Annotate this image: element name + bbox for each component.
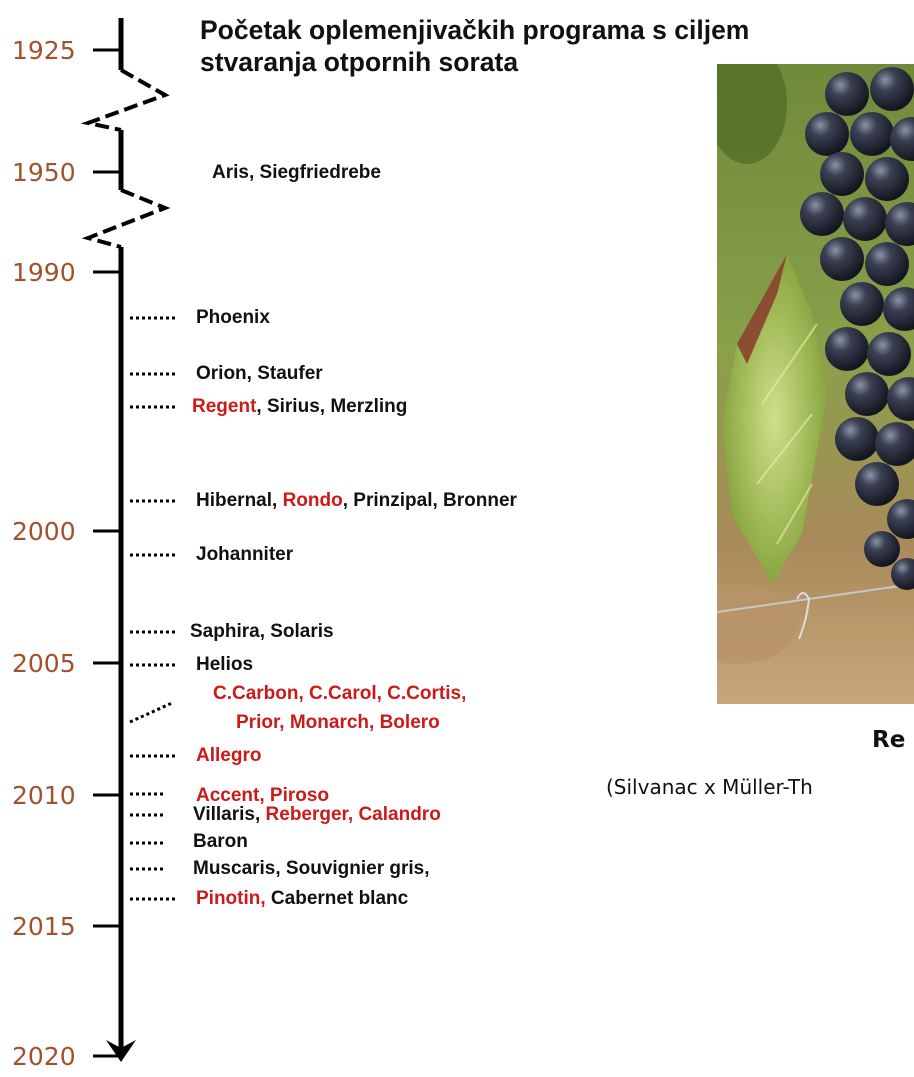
entry-muscaris: Muscaris, Souvignier gris, <box>193 859 430 878</box>
year-label: 1990 <box>12 258 76 287</box>
entry-villaris-highlight: Reberger, Calandro <box>266 804 441 825</box>
entry-baron: Baron <box>193 832 248 851</box>
timeline-break-2 <box>88 190 165 247</box>
entry-saphira: Saphira, Solaris <box>190 622 334 641</box>
timeline-break-1 <box>88 70 165 130</box>
entry-hibernal-a: Hibernal, <box>196 490 283 511</box>
grape-photo <box>717 64 914 704</box>
entry-hibernal-highlight: Rondo <box>283 490 343 511</box>
year-label: 1925 <box>12 36 76 65</box>
year-label: 2005 <box>12 649 76 678</box>
entry-hibernal: Hibernal, Rondo, Prinzipal, Bronner <box>196 491 517 510</box>
entry-1950: Aris, Siegfriedrebe <box>212 163 381 182</box>
year-label: 1950 <box>12 158 76 187</box>
variety-parentage: (Silvanac x Müller-Th <box>606 775 813 799</box>
year-label: 2010 <box>12 781 76 810</box>
entry-phoenix: Phoenix <box>196 308 270 327</box>
connector-dots <box>130 703 172 722</box>
entry-carbon-line1: C.Carbon, C.Carol, C.Cortis, <box>213 684 466 703</box>
year-label: 2015 <box>12 912 76 941</box>
entry-carbon-line2: Prior, Monarch, Bolero <box>236 713 440 732</box>
entry-regent-rest: , Sirius, Merzling <box>256 396 407 417</box>
variety-caption: Re <box>872 727 905 753</box>
entry-regent-highlight: Regent <box>192 396 256 417</box>
year-label: 2000 <box>12 517 76 546</box>
entry-allegro: Allegro <box>196 746 261 765</box>
year-label: 2020 <box>12 1042 76 1071</box>
title-line-1: Početak oplemenjivačkih programa s cilje… <box>200 14 914 46</box>
entry-pinotin-highlight: Pinotin, <box>196 888 266 909</box>
entry-accent: Accent, Piroso <box>196 786 329 805</box>
entry-orion: Orion, Staufer <box>196 364 323 383</box>
entry-villaris-a: Villaris, <box>193 804 266 825</box>
entry-villaris: Villaris, Reberger, Calandro <box>193 805 441 824</box>
entry-pinotin-rest: Cabernet blanc <box>266 888 409 909</box>
entry-johanniter: Johanniter <box>196 545 293 564</box>
entry-pinotin: Pinotin, Cabernet blanc <box>196 889 408 908</box>
entry-hibernal-b: , Prinzipal, Bronner <box>343 490 517 511</box>
entry-helios: Helios <box>196 655 253 674</box>
grape-illustration <box>717 64 914 704</box>
entry-regent: Regent, Sirius, Merzling <box>192 397 407 416</box>
